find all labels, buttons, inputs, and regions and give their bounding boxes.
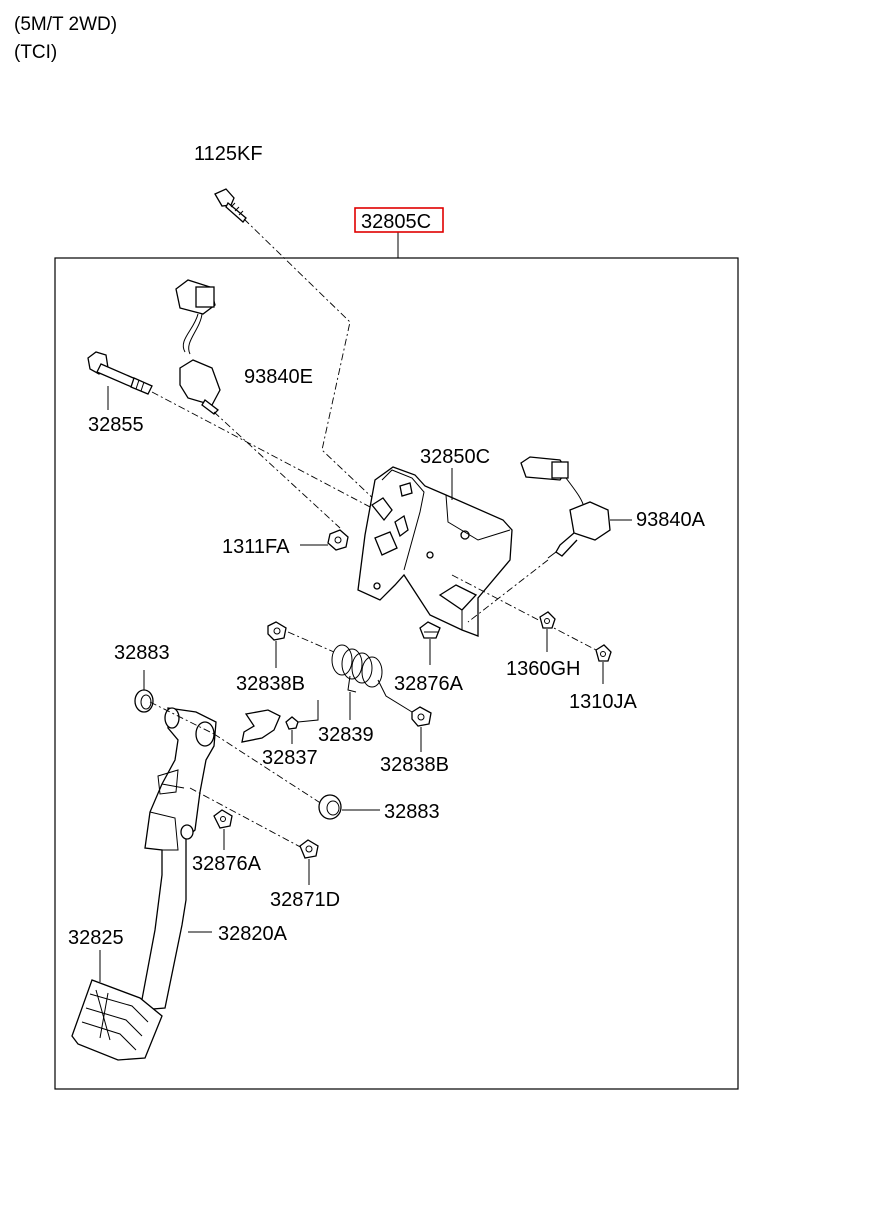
pin-32855-dashline [151, 391, 373, 509]
pedal-to-32883-dashline [213, 733, 323, 805]
model-spec-line-2: (TCI) [14, 42, 58, 63]
pin-32855-drawing [87, 351, 153, 395]
label-32837[interactable]: 32837 [262, 747, 318, 769]
nut-32871D-drawing [299, 839, 319, 859]
label-32876A-bottom[interactable]: 32876A [192, 853, 262, 875]
nut-1311FA-drawing [327, 529, 349, 551]
bushing-32838B-bottom-drawing [411, 706, 432, 727]
label-32883-top[interactable]: 32883 [114, 642, 170, 664]
label-1311FA[interactable]: 1311FA [222, 536, 290, 558]
nut-1360GH-drawing [539, 611, 556, 629]
spring-32839-drawing [331, 644, 413, 713]
bolt-1125KF-dashline [243, 218, 379, 504]
assembly-part-number: 32805C [361, 211, 431, 233]
label-32838B-top[interactable]: 32838B [236, 673, 305, 695]
label-1125KF[interactable]: 1125KF [194, 143, 263, 165]
label-93840E[interactable]: 93840E [244, 366, 313, 388]
label-32883-bottom[interactable]: 32883 [384, 801, 440, 823]
nut-1310JA-drawing [595, 644, 612, 662]
bushing-32838B-top-drawing [267, 621, 287, 641]
switch-93840E-drawing [175, 279, 221, 415]
bushing-32883-top-drawing [134, 689, 154, 713]
label-32839[interactable]: 32839 [318, 724, 374, 746]
label-32820A[interactable]: 32820A [218, 923, 288, 945]
label-32871D[interactable]: 32871D [270, 889, 340, 911]
label-32855[interactable]: 32855 [88, 414, 144, 436]
label-1360GH[interactable]: 1360GH [506, 658, 581, 680]
bolt-1125KF-drawing [214, 188, 247, 223]
pedal-axis-dashline [149, 701, 215, 735]
label-93840A[interactable]: 93840A [636, 509, 706, 531]
switch-93840A-drawing [520, 456, 611, 559]
label-32876A-top[interactable]: 32876A [394, 673, 464, 695]
switch-93840A-dashline [467, 559, 549, 623]
model-spec-line-1: (5M/T 2WD) [14, 14, 118, 35]
plate-32837-drawing [241, 709, 299, 743]
label-32825[interactable]: 32825 [68, 927, 124, 949]
assembly-highlight-box [354, 207, 444, 233]
pedal-to-32871D-dashline [189, 787, 307, 851]
label-32838B-bottom[interactable]: 32838B [380, 754, 449, 776]
assembly-frame [54, 257, 739, 1090]
nut-dashline [451, 574, 601, 653]
bracket-32850C-drawing [357, 466, 513, 637]
switch-93840E-dashline [213, 411, 341, 529]
pedal-pad-32825-drawing [71, 979, 163, 1061]
pedal-arm-32820A-drawing [139, 707, 217, 1011]
bushing-32838B-top-dashline [287, 631, 335, 653]
bushing-32883-bottom-drawing [318, 794, 342, 820]
label-32850C[interactable]: 32850C [420, 446, 490, 468]
plate-32837-leader [297, 700, 319, 723]
assembly-label-32805C[interactable]: 32805C [354, 207, 444, 233]
clip-32876A-bottom-drawing [213, 809, 233, 829]
clip-32876A-top-drawing [419, 621, 441, 639]
label-1310JA[interactable]: 1310JA [569, 691, 637, 713]
